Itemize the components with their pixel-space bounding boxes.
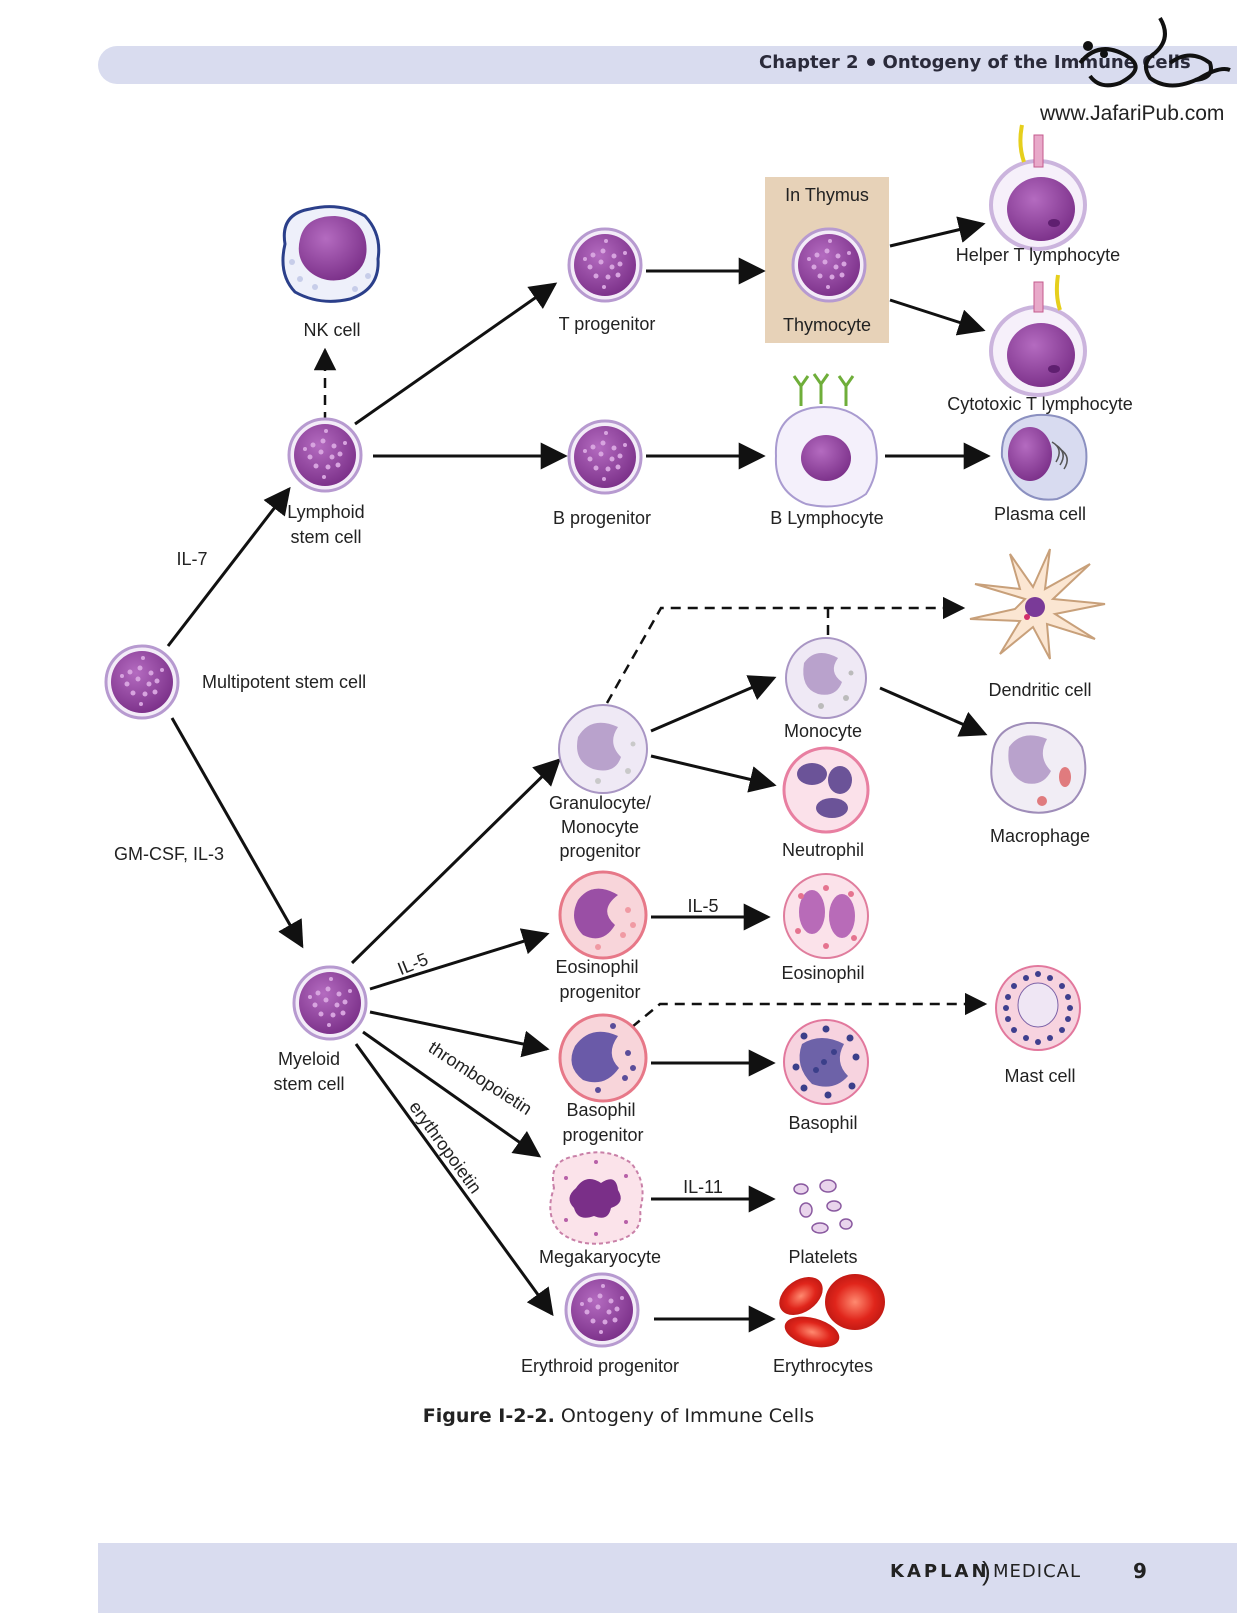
- basophil-progenitor-label-line1: Basophil: [566, 1100, 636, 1120]
- lymphoid-label-line2: stem cell: [290, 527, 362, 547]
- myeloid-label-line2: stem cell: [273, 1074, 345, 1094]
- basophil-label: Basophil: [788, 1113, 858, 1133]
- erythroid-progenitor-cell: [564, 1272, 640, 1348]
- erythrocytes-label: Erythrocytes: [772, 1356, 874, 1376]
- t-progenitor-cell: [567, 227, 643, 303]
- dendritic-cell-label: Dendritic cell: [988, 680, 1092, 700]
- b-progenitor-cell: [567, 419, 643, 495]
- header-band: [98, 46, 1237, 84]
- erythrocytes-image: [779, 1274, 885, 1348]
- myeloid-stem-cell: [292, 965, 368, 1041]
- plasma-cell-image: [1000, 413, 1088, 501]
- chapter-title: Ontogeny of the Immune Cells: [882, 52, 1191, 73]
- t-progenitor-label: T progenitor: [558, 314, 656, 334]
- macrophage-image: [990, 721, 1087, 814]
- il5-eosinophil-label: IL-5: [687, 896, 719, 916]
- helper-t-label: Helper T lymphocyte: [955, 245, 1121, 265]
- eosinophil-image: [783, 873, 869, 959]
- kaplan-medical-label: MEDICAL: [993, 1561, 1081, 1582]
- il7-label: IL-7: [176, 549, 208, 569]
- figure-title: Ontogeny of Immune Cells: [560, 1405, 815, 1427]
- nk-cell-label: NK cell: [303, 320, 361, 340]
- platelets-label: Platelets: [788, 1247, 858, 1267]
- multipotent-stem-cell: [104, 644, 180, 720]
- eosinophil-progenitor-label-line1: Eosinophil: [555, 957, 639, 977]
- thymocyte-cell: [791, 227, 867, 303]
- chapter-label: Chapter 2: [759, 52, 859, 73]
- multipotent-label: Multipotent stem cell: [202, 672, 367, 692]
- mast-cell-label: Mast cell: [1004, 1066, 1076, 1086]
- nk-cell-image: [281, 205, 381, 303]
- helper-t-lymphocyte-image: [989, 124, 1087, 251]
- platelets-image: [793, 1179, 853, 1234]
- macrophage-label: Macrophage: [989, 826, 1091, 846]
- b-lymphocyte-image: [774, 373, 878, 508]
- watermark-url: www.JafariPub.com: [1040, 102, 1225, 125]
- megakaryocyte-label: Megakaryocyte: [538, 1247, 662, 1267]
- basophil-image: [783, 1019, 869, 1105]
- b-progenitor-label: B progenitor: [552, 508, 652, 528]
- cytotoxic-t-lymphocyte-image: [989, 274, 1087, 397]
- gm-progenitor-label-line3: progenitor: [559, 841, 641, 861]
- plasma-cell-label: Plasma cell: [993, 504, 1087, 524]
- neutrophil-label: Neutrophil: [781, 840, 865, 860]
- basophil-progenitor-label-line2: progenitor: [562, 1125, 644, 1145]
- mast-cell-image: [995, 965, 1081, 1051]
- kaplan-logo: KAPLAN: [890, 1561, 990, 1582]
- eosinophil-label: Eosinophil: [781, 963, 865, 983]
- running-header: Chapter 2 Ontogeny of the Immune Cells: [759, 52, 1191, 73]
- kaplan-logo-swoosh-icon: ): [982, 1556, 991, 1586]
- watermark-logo-icon: [1078, 16, 1231, 88]
- figure-number: Figure I-2-2.: [422, 1405, 555, 1427]
- dendritic-cell-image: [969, 548, 1106, 660]
- in-thymus-label: In Thymus: [785, 185, 869, 205]
- b-lymphocyte-label: B Lymphocyte: [770, 508, 884, 528]
- gm-progenitor-label-line1: Granulocyte/: [548, 793, 652, 813]
- granulocyte-monocyte-progenitor-image: [558, 704, 648, 794]
- thymocyte-label: Thymocyte: [782, 315, 872, 335]
- neutrophil-image: [782, 746, 870, 834]
- monocyte-label: Monocyte: [783, 721, 863, 741]
- il11-label: IL-11: [683, 1177, 723, 1197]
- erythroid-progenitor-label: Erythroid progenitor: [520, 1356, 680, 1376]
- lymphoid-stem-cell: [287, 417, 363, 493]
- gm-progenitor-label-line2: Monocyte: [560, 817, 640, 837]
- bullet-icon: [866, 58, 875, 66]
- monocyte-image: [785, 637, 867, 719]
- lymphoid-label-line1: Lymphoid: [287, 502, 365, 522]
- gmcsf-label: GM-CSF, IL-3: [113, 844, 225, 864]
- cytotoxic-t-label: Cytotoxic T lymphocyte: [947, 394, 1133, 414]
- footer-band: [98, 1543, 1237, 1613]
- page-number: 9: [1133, 1559, 1147, 1583]
- eosinophil-progenitor-image: [558, 870, 648, 960]
- eosinophil-progenitor-label-line2: progenitor: [559, 982, 641, 1002]
- megakaryocyte-image: [549, 1151, 644, 1245]
- basophil-progenitor-image: [558, 1013, 648, 1103]
- myeloid-label-line1: Myeloid: [277, 1049, 341, 1069]
- figure-caption: Figure I-2-2. Ontogeny of Immune Cells: [0, 1405, 1237, 1427]
